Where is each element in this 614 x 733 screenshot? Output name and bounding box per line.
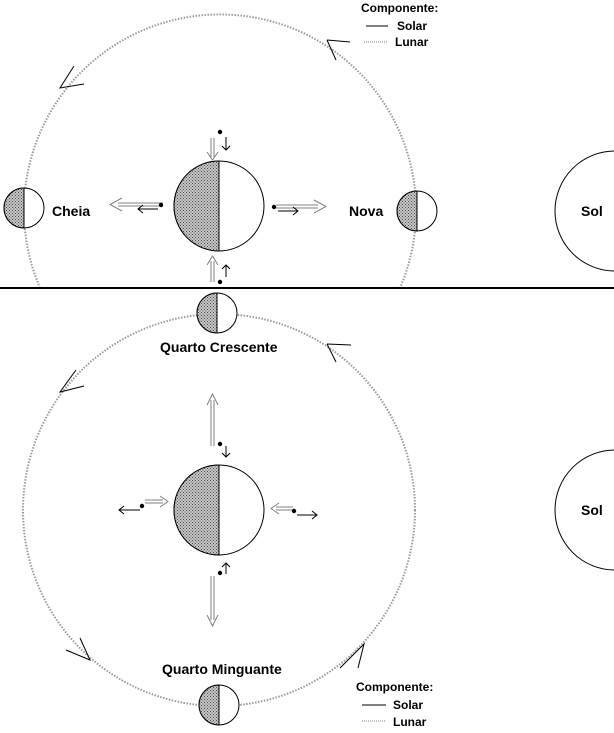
- label-new-moon: Nova: [349, 203, 383, 219]
- moon-new: [396, 190, 438, 232]
- label-last-quarter: Quarto Minguante: [162, 661, 282, 677]
- orbit-arrow-left-bottom: [58, 369, 85, 393]
- sun-label-top: Sol: [581, 203, 603, 219]
- earth-top: [173, 160, 265, 252]
- orbit-arrow-lower-right: [339, 642, 365, 669]
- force-arrows-top: [108, 129, 328, 285]
- legend-lunar-top: Lunar: [395, 35, 429, 49]
- sun-top: [554, 150, 614, 272]
- moon-orbit-bottom: [22, 313, 416, 707]
- arrow-right-bottom: [270, 502, 318, 520]
- legend-top: Componente: Solar Lunar: [361, 1, 438, 49]
- force-arrows-bottom: [118, 392, 318, 628]
- orbit-arrow-lower-left: [65, 637, 91, 661]
- arrow-bottom-top: [206, 255, 231, 285]
- legend-bottom: Componente: Solar Lunar: [356, 680, 433, 729]
- moon-full: [3, 187, 45, 229]
- arrow-left-bottom: [118, 495, 169, 515]
- sun-bottom: [554, 449, 614, 571]
- moon-first-quarter: [196, 292, 238, 334]
- legend-solar-top: Solar: [397, 19, 427, 33]
- moon-last-quarter: [198, 684, 240, 726]
- label-full-moon: Cheia: [52, 203, 90, 219]
- legend-lunar-bottom: Lunar: [393, 715, 427, 729]
- arrow-left-top: [108, 197, 164, 214]
- label-first-quarter: Quarto Crescente: [160, 339, 278, 355]
- legend-title-bottom: Componente:: [356, 680, 433, 694]
- moon-orbit-top: [23, 13, 417, 289]
- arrow-right-top: [271, 199, 328, 216]
- bottom-panel: Quarto Crescente Quarto Minguante Sol: [22, 292, 614, 729]
- orbit-arrow-left-top: [58, 65, 85, 89]
- earth-bottom: [173, 464, 265, 556]
- legend-solar-bottom: Solar: [393, 698, 423, 712]
- top-panel: Sol Cheia Nova: [3, 1, 614, 289]
- orbit-arrow-right-top: [326, 39, 351, 61]
- sun-label-bottom: Sol: [581, 502, 603, 518]
- arrow-top-bottom: [206, 392, 231, 458]
- arrow-top-top: [206, 129, 231, 161]
- orbit-arrow-right-bottom: [326, 343, 352, 363]
- arrow-bottom-bottom: [206, 562, 231, 628]
- legend-title-top: Componente:: [361, 1, 438, 15]
